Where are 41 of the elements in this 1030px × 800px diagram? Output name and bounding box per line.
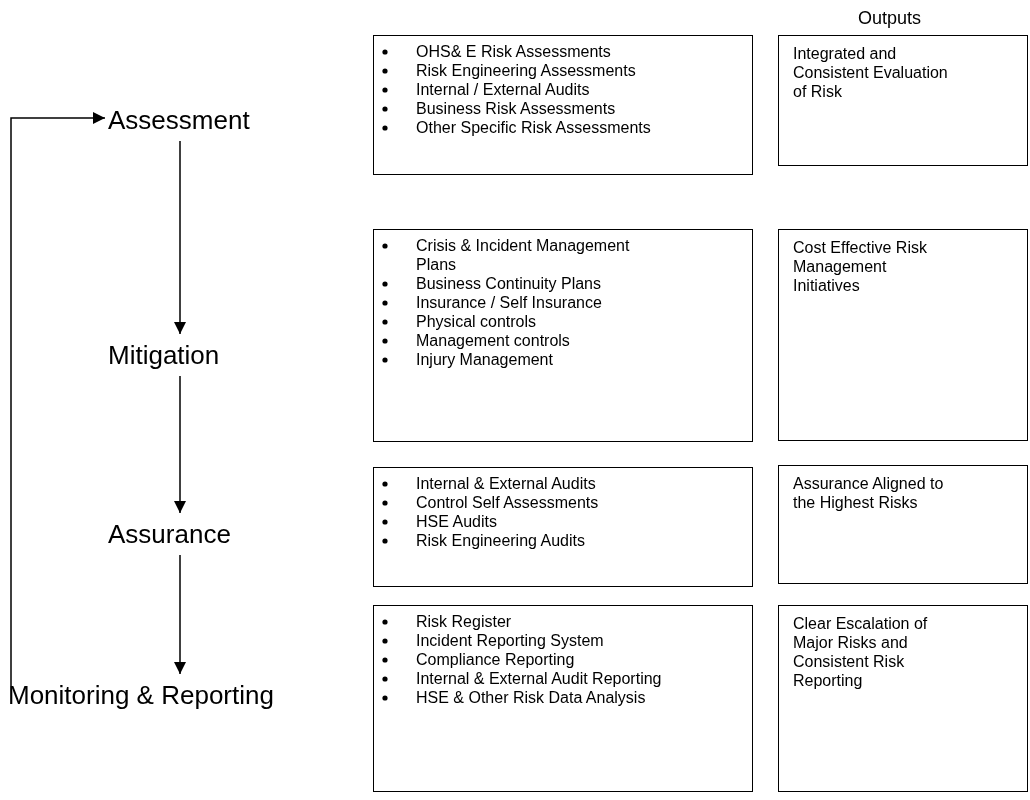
output-text: Integrated and Consistent Evaluation of Risk <box>793 44 949 101</box>
list-item: Risk Engineering Audits <box>416 532 585 549</box>
list-item: Compliance Reporting <box>416 651 575 668</box>
list-item: Management controls <box>416 332 570 349</box>
list-item: Business Risk Assessments <box>416 100 616 117</box>
list-item: Internal & External Audit Reporting <box>416 670 662 687</box>
output-text: Cost Effective Risk Management Initiatives <box>793 238 928 295</box>
list-item: Risk Register <box>416 613 512 630</box>
list-item: HSE & Other Risk Data Analysis <box>416 689 646 706</box>
stage-label: Assurance <box>108 519 231 549</box>
activity-box <box>373 605 753 792</box>
list-item: HSE Audits <box>416 513 497 530</box>
list-item: Other Specific Risk Assessments <box>416 119 651 136</box>
column-heading: Outputs <box>858 8 922 29</box>
arrow <box>10 112 106 687</box>
activity-box <box>373 229 753 442</box>
list-item: Physical controls <box>416 313 537 330</box>
list-item: Crisis & Incident Management Plans <box>416 237 630 273</box>
arrow <box>174 375 186 514</box>
list-item: Risk Engineering Assessments <box>416 62 636 79</box>
output-box <box>778 229 1028 441</box>
output-box <box>778 605 1028 792</box>
activity-box <box>373 35 753 175</box>
stage-label: Assessment <box>108 105 250 135</box>
list-item: OHS& E Risk Assessments <box>416 43 611 60</box>
output-text: Clear Escalation of Major Risks and Consistent Risk Reporting <box>793 614 929 690</box>
list-item: Control Self Assessments <box>416 494 599 511</box>
list-item: Incident Reporting System <box>416 632 604 649</box>
output-text: Assurance Aligned to the Highest Risks <box>793 474 945 512</box>
output-box <box>778 35 1028 166</box>
stage-label: Mitigation <box>108 340 220 370</box>
activity-box <box>373 467 753 587</box>
output-box <box>778 465 1028 584</box>
arrow <box>174 554 186 675</box>
list-item: Business Continuity Plans <box>416 275 601 292</box>
list-item: Injury Management <box>416 351 553 368</box>
list-item: Internal & External Audits <box>416 475 596 492</box>
arrow <box>174 140 186 335</box>
stage-label: Monitoring & Reporting <box>8 680 274 710</box>
list-item: Insurance / Self Insurance <box>416 294 602 311</box>
list-item: Internal / External Audits <box>416 81 590 98</box>
